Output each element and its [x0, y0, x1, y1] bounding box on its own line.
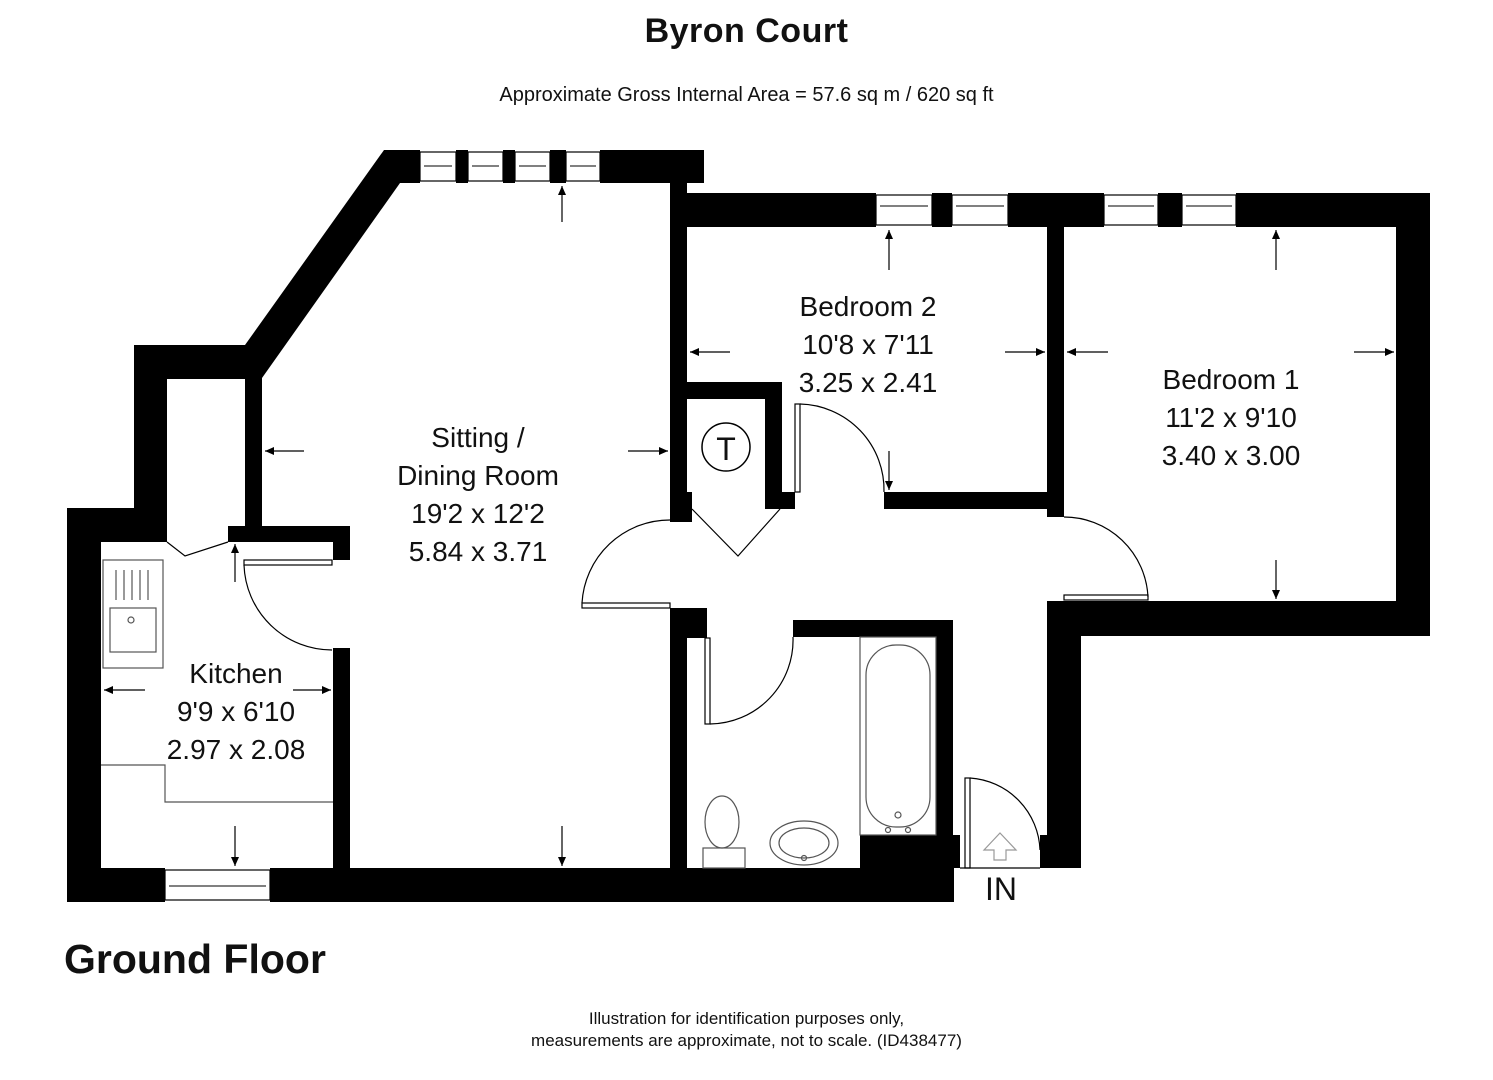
cupboard-marker-label: T: [716, 431, 736, 467]
disclaimer-line-1: Illustration for identification purposes…: [588, 1009, 905, 1028]
room-kitchen: Kitchen 9'9 x 6'10 2.97 x 2.08: [167, 658, 306, 765]
room-name: Kitchen: [189, 658, 282, 689]
disclaimer: Illustration for identification purposes…: [0, 1008, 1493, 1052]
room-size-metric: 3.25 x 2.41: [799, 367, 938, 398]
room-name: Bedroom 2: [800, 291, 937, 322]
cupboard-marker: [701, 422, 751, 472]
room-bedroom-2: Bedroom 2 10'8 x 7'11 3.25 x 2.41: [799, 291, 938, 398]
room-size-metric: 5.84 x 3.71: [409, 536, 548, 567]
sink-unit: [102, 559, 164, 669]
area-summary: Approximate Gross Internal Area = 57.6 s…: [499, 84, 994, 106]
doors: [166, 403, 1149, 869]
room-size-metric: 3.40 x 3.00: [1162, 440, 1301, 471]
entrance-label: IN: [985, 871, 1017, 907]
room-bedroom-1: Bedroom 1 11'2 x 9'10 3.40 x 3.00: [1162, 364, 1301, 471]
bath: [859, 636, 937, 836]
room-size-metric: 2.97 x 2.08: [167, 734, 306, 765]
windows: [164, 151, 1237, 901]
room-sitting-dining: Sitting / Dining Room 19'2 x 12'2 5.84 x…: [397, 422, 559, 567]
dimension-arrows: [104, 186, 1394, 866]
room-size-imperial: 11'2 x 9'10: [1165, 402, 1297, 433]
room-size-imperial: 19'2 x 12'2: [411, 498, 545, 529]
room-name: Dining Room: [397, 460, 559, 491]
room-name: Bedroom 1: [1163, 364, 1300, 395]
kitchen-fittings: [101, 559, 333, 803]
window-sills: [169, 165, 1232, 887]
walls: [67, 150, 1430, 902]
entrance-arrow-icon: [982, 832, 1018, 861]
worktop: [101, 764, 333, 803]
plan-title: Byron Court: [644, 12, 849, 50]
room-name: Sitting /: [431, 422, 525, 453]
bathroom-fittings: [702, 636, 937, 869]
room-size-imperial: 10'8 x 7'11: [802, 329, 934, 360]
basin: [769, 820, 839, 866]
toilet: [704, 795, 740, 849]
floor-label: Ground Floor: [64, 936, 326, 982]
room-size-imperial: 9'9 x 6'10: [177, 696, 295, 727]
disclaimer-line-2: measurements are approximate, not to sca…: [531, 1031, 962, 1050]
